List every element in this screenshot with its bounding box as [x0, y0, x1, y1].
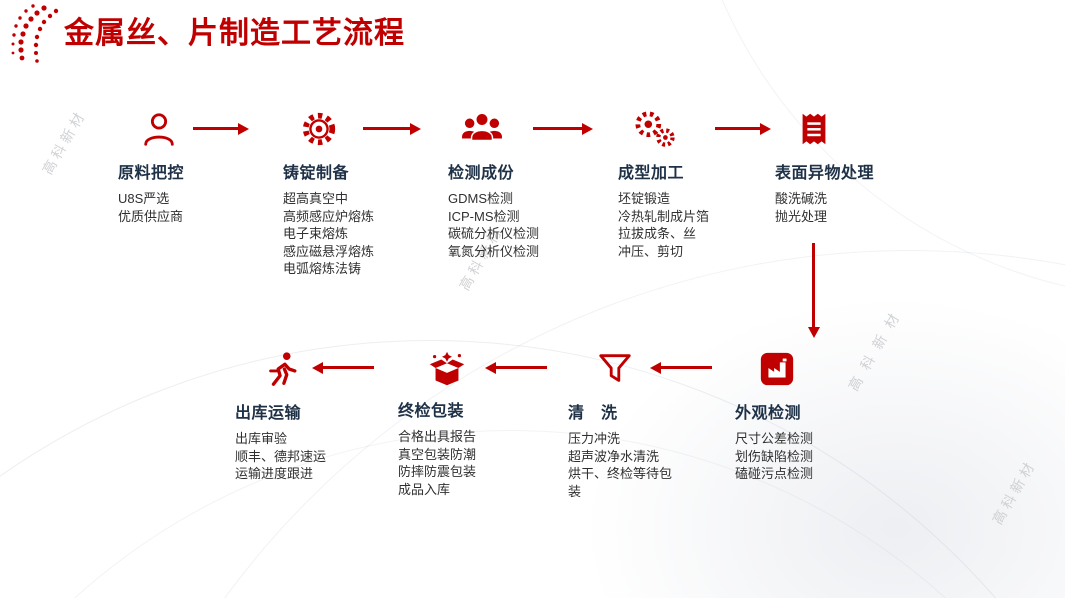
step-items: 坯锭锻造 冷热轧制成片箔 拉拔成条、丝 冲压、剪切 — [618, 190, 760, 260]
step-ingot-preparation: 铸锭制备 超高真空中 高频感应炉熔炼 电子束熔炼 感应磁悬浮熔炼 电弧熔炼法铸 — [283, 110, 425, 278]
step-items: 出库审验 顺丰、德邦速运 运输进度跟进 — [235, 430, 375, 483]
step-surface-treatment: 表面异物处理 酸洗碱洗 抛光处理 — [775, 110, 915, 225]
funnel-icon — [596, 350, 680, 390]
step-item: 磕碰污点检测 — [735, 466, 814, 481]
receipt-icon — [795, 110, 915, 150]
step-forming-processing: 成型加工 坯锭锻造 冷热轧制成片箔 拉拔成条、丝 冲压、剪切 — [618, 110, 760, 260]
step-item: 压力冲洗 — [568, 431, 621, 446]
inspection-icon — [758, 350, 875, 390]
step-item: 成品入库 — [398, 481, 451, 497]
flow-arrow-right-icon — [193, 127, 239, 130]
step-raw-material-control: 原料把控 U8S严选 优质供应商 — [118, 110, 248, 225]
step-items: 合格出具报告 真空包装防潮 防摔防震包装 成品入库 — [398, 428, 533, 498]
step-item: 电子束熔炼 — [283, 226, 349, 241]
step-item: 冷热轧制成片箔 — [618, 208, 710, 224]
step-title: 外观检测 — [735, 405, 802, 422]
step-item: 烘干、终检等待包装 — [568, 466, 673, 499]
step-cleaning: 清 洗 压力冲洗 超声波净水清洗 烘干、终检等待包装 — [568, 350, 680, 500]
step-final-packing: 终检包装 合格出具报告 真空包装防潮 防摔防震包装 成品入库 — [398, 348, 533, 498]
step-items: 超高真空中 高频感应炉熔炼 电子束熔炼 感应磁悬浮熔炼 电弧熔炼法铸 — [283, 190, 425, 278]
flow-arrow-left-icon — [495, 366, 547, 369]
watermark-text: 高科新材 — [39, 106, 89, 178]
team-icon — [460, 110, 598, 150]
step-item: 坯锭锻造 — [618, 191, 671, 206]
step-item: 尺寸公差检测 — [735, 431, 814, 446]
step-item: 氧氮分析仪检测 — [448, 243, 540, 259]
gears-icon — [633, 110, 760, 150]
gear-icon — [300, 110, 425, 150]
flow-arrow-down-icon — [812, 243, 815, 328]
step-items: U8S严选 优质供应商 — [118, 190, 248, 225]
runner-icon — [263, 350, 375, 390]
flow-arrow-right-icon — [533, 127, 583, 130]
step-items: 压力冲洗 超声波净水清洗 烘干、终检等待包装 — [568, 430, 680, 500]
step-item: 高频感应炉熔炼 — [283, 208, 375, 224]
step-item: 超声波净水清洗 — [568, 448, 660, 464]
step-title: 清 洗 — [568, 405, 618, 422]
dots-decoration-icon — [6, 2, 66, 75]
step-title: 表面异物处理 — [775, 165, 875, 182]
step-title: 出库运输 — [235, 405, 302, 422]
step-item: 划伤缺陷检测 — [735, 448, 814, 464]
step-item: 真空包装防潮 — [398, 446, 477, 462]
step-items: 尺寸公差检测 划伤缺陷检测 磕碰污点检测 — [735, 430, 875, 483]
background-curve — [60, 250, 1065, 598]
flow-arrow-right-icon — [363, 127, 411, 130]
flow-arrow-left-icon — [660, 366, 712, 369]
step-item: 酸洗碱洗 — [775, 191, 828, 206]
step-item: 抛光处理 — [775, 208, 828, 224]
step-appearance-inspection: 外观检测 尺寸公差检测 划伤缺陷检测 磕碰污点检测 — [735, 350, 875, 483]
step-item: ICP-MS检测 — [448, 208, 520, 224]
step-item: 电弧熔炼法铸 — [283, 261, 362, 276]
step-title: 检测成份 — [448, 165, 515, 182]
step-items: GDMS检测 ICP-MS检测 碳硫分析仪检测 氧氮分析仪检测 — [448, 190, 598, 260]
step-item: 运输进度跟进 — [235, 466, 314, 481]
step-title: 原料把控 — [118, 165, 185, 182]
step-item: 顺丰、德邦速运 — [235, 448, 327, 464]
step-item: 超高真空中 — [283, 191, 349, 206]
step-title: 铸锭制备 — [283, 165, 350, 182]
flow-arrow-left-icon — [322, 366, 374, 369]
person-icon — [140, 110, 248, 150]
step-item: 合格出具报告 — [398, 429, 477, 444]
flow-arrow-right-icon — [715, 127, 761, 130]
step-item: 碳硫分析仪检测 — [448, 226, 540, 241]
step-outbound-transport: 出库运输 出库审验 顺丰、德邦速运 运输进度跟进 — [235, 350, 375, 483]
step-item: 优质供应商 — [118, 208, 184, 224]
page-title: 金属丝、片制造工艺流程 — [64, 17, 405, 50]
step-item: 拉拔成条、丝 — [618, 226, 697, 241]
step-composition-testing: 检测成份 GDMS检测 ICP-MS检测 碳硫分析仪检测 氧氮分析仪检测 — [448, 110, 598, 260]
step-items: 酸洗碱洗 抛光处理 — [775, 190, 915, 225]
step-item: GDMS检测 — [448, 191, 514, 206]
step-title: 成型加工 — [618, 165, 685, 182]
step-item: 感应磁悬浮熔炼 — [283, 243, 375, 259]
step-item: U8S严选 — [118, 191, 170, 206]
step-item: 出库审验 — [235, 431, 288, 446]
watermark-text: 高科新材 — [989, 456, 1039, 528]
step-title: 终检包装 — [398, 403, 465, 420]
step-item: 防摔防震包装 — [398, 464, 477, 479]
open-box-icon — [426, 348, 533, 388]
step-item: 冲压、剪切 — [618, 243, 684, 259]
